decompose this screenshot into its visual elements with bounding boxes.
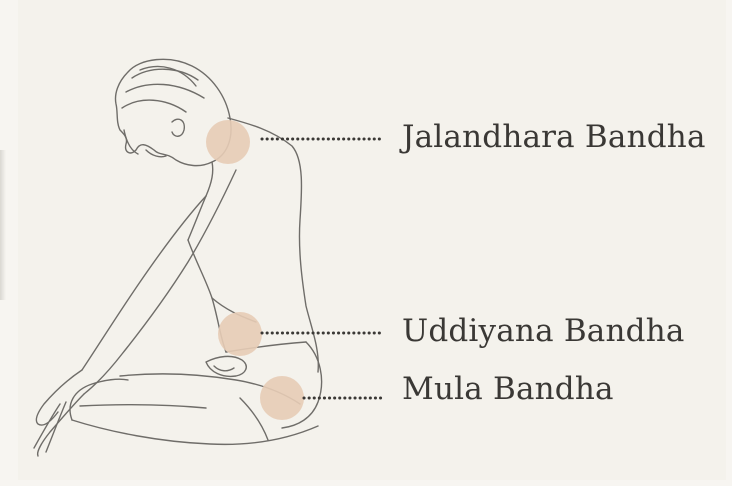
shin-line xyxy=(80,405,206,408)
ear xyxy=(172,119,184,136)
arm-front xyxy=(82,196,206,370)
uddiyana-marker xyxy=(218,312,262,356)
label-uddiyana-bandha: Uddiyana Bandha xyxy=(402,316,685,347)
neck-line xyxy=(206,162,213,196)
thigh-bottom xyxy=(72,420,318,444)
mula-marker xyxy=(260,376,304,420)
hand-on-hip xyxy=(206,356,246,376)
jalandhara-marker xyxy=(206,120,250,164)
arm-back xyxy=(84,170,236,394)
hand-fingers xyxy=(214,366,234,371)
left-hand xyxy=(34,370,82,452)
shoulder-line xyxy=(188,196,206,240)
hair-strand-3 xyxy=(122,100,186,112)
hair-strand-2 xyxy=(126,84,204,98)
label-jalandhara-bandha: Jalandhara Bandha xyxy=(402,122,706,153)
label-mula-bandha: Mula Bandha xyxy=(402,374,614,405)
